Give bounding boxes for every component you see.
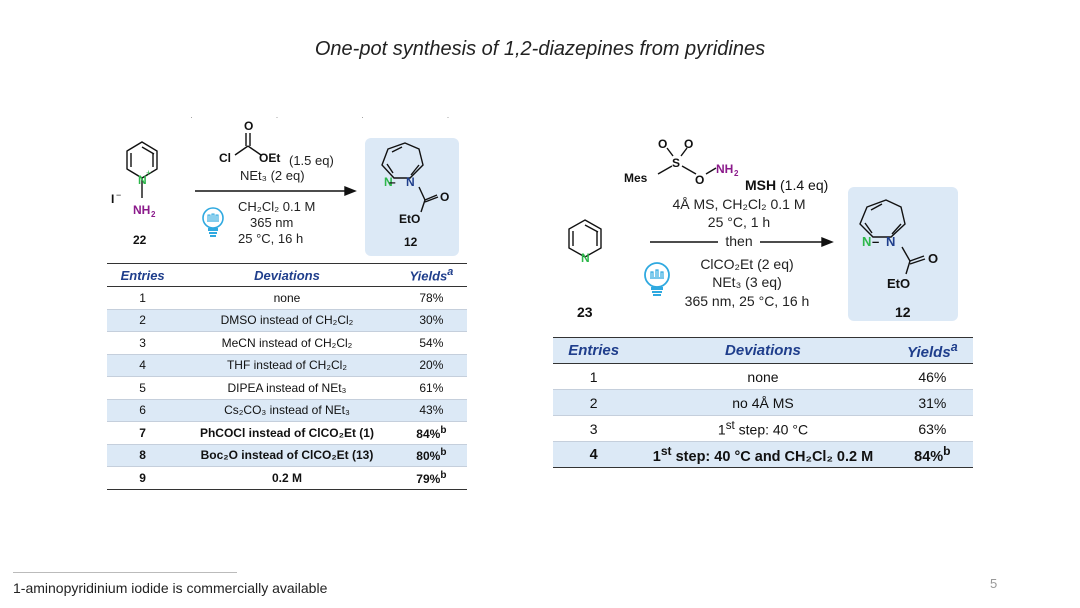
footnote-divider: [13, 572, 237, 573]
svg-text:N: N: [862, 234, 871, 249]
column-header-entries: Entries: [568, 342, 620, 359]
chloroformate-structure: [234, 133, 262, 156]
svg-text:O: O: [440, 190, 449, 204]
svg-text:2: 2: [151, 210, 156, 219]
base-reagent: NEt₃ (2 eq): [240, 168, 305, 183]
lightbulb-icon: [644, 262, 670, 296]
table-header-row: Entries Deviations Yieldsa: [107, 263, 467, 287]
svg-text:N: N: [581, 251, 590, 265]
table-header-row: Entries Deviations Yieldsa: [553, 337, 973, 364]
footnote: 1-aminopyridinium iodide is commercially…: [13, 580, 328, 596]
condition-line: NEt₃ (3 eq): [712, 274, 782, 290]
compound-label-12: 12: [404, 235, 418, 249]
condition-line: 365 nm, 25 °C, 16 h: [684, 293, 810, 309]
svg-text:N: N: [384, 175, 393, 189]
condition-solvent: CH₂Cl₂ 0.1 M: [238, 199, 316, 214]
reagent-equivalents: (1.4 eq): [780, 177, 829, 193]
condition-time: 25 °C, 16 h: [238, 231, 304, 246]
condition-line: 25 °C, 1 h: [707, 214, 771, 230]
svg-text:O: O: [695, 173, 704, 187]
svg-text:–: –: [389, 175, 396, 189]
diazepine-structure: [381, 142, 439, 213]
compound-label-23: 23: [577, 304, 593, 320]
column-header-deviations: Deviations: [254, 267, 320, 283]
svg-text:O: O: [928, 251, 938, 266]
svg-text:2: 2: [734, 169, 739, 178]
svg-text:+: +: [146, 168, 151, 178]
reagent-equivalents: (1.5 eq): [289, 153, 334, 168]
left-reaction-scheme: N + NH 2 I − O Cl OEt N – N O EtO: [111, 119, 449, 237]
condition-line: then: [725, 233, 753, 249]
reagent-name: MSH: [745, 177, 777, 193]
svg-text:NH: NH: [133, 203, 150, 217]
page-number: 5: [990, 576, 998, 591]
svg-text:Mes: Mes: [624, 171, 648, 185]
column-header-entries: Entries: [120, 267, 165, 283]
svg-text:O: O: [244, 119, 253, 133]
svg-text:N: N: [138, 173, 147, 187]
condition-line: ClCO₂Et (2 eq): [700, 256, 794, 272]
column-header-deviations: Deviations: [725, 342, 801, 359]
product-highlight-box: [365, 138, 459, 256]
svg-text:N: N: [886, 234, 895, 249]
reaction-arrow: [650, 236, 834, 248]
svg-text:Cl: Cl: [219, 151, 231, 165]
svg-text:EtO: EtO: [399, 212, 420, 226]
svg-text:OEt: OEt: [259, 151, 280, 165]
msh-structure: [657, 147, 717, 175]
svg-text:N: N: [406, 175, 415, 189]
diazepine-structure: [859, 199, 926, 275]
yield-footnote-mark: a: [447, 266, 454, 279]
cropped-text-remnant: · · · ·: [190, 112, 490, 122]
reaction-arrow: [195, 185, 357, 197]
svg-text:–: –: [872, 234, 879, 249]
column-header-yields: Yields: [409, 268, 448, 284]
pyridine-structure: [568, 219, 602, 258]
svg-text:NH: NH: [716, 162, 733, 176]
column-header-yields: Yields: [907, 344, 951, 361]
svg-text:S: S: [672, 156, 680, 170]
slide-title: One-pot synthesis of 1,2-diazepines from…: [314, 38, 766, 60]
svg-text:EtO: EtO: [887, 276, 910, 291]
reagent-msh: MSH (1.4 eq): [745, 177, 828, 193]
svg-text:−: −: [116, 190, 121, 200]
compound-label-22: 22: [133, 233, 147, 247]
svg-text:O: O: [684, 137, 693, 151]
right-reaction-scheme: Mes S O O O NH 2 N N – N O EtO: [568, 137, 938, 296]
condition-line: 4Å MS, CH₂Cl₂ 0.1 M: [672, 196, 806, 212]
svg-text:I: I: [111, 192, 114, 206]
lightbulb-icon: [202, 207, 224, 237]
svg-text:O: O: [658, 137, 667, 151]
pyridinium-structure: [126, 141, 158, 198]
compound-label-12: 12: [895, 304, 911, 320]
condition-wavelength: 365 nm: [250, 215, 294, 230]
yield-footnote-mark: a: [950, 340, 958, 354]
